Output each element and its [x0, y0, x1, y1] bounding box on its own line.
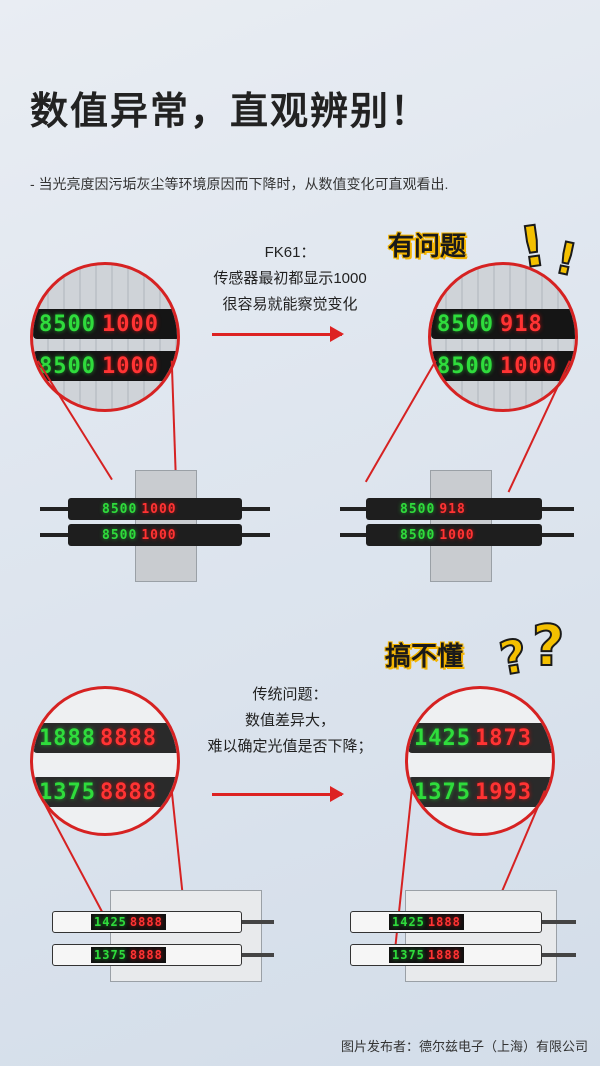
green-value: 1375: [39, 779, 96, 805]
section2-caption: 传统问题： 数值差异大， 难以确定光值是否下降；: [170, 682, 410, 760]
sensor-unit: 8500 918: [366, 498, 542, 520]
din-rail: [405, 890, 557, 982]
display-row: 1375 8888: [33, 777, 177, 807]
green-value: 1375: [94, 948, 127, 962]
magnifier-right: 8500 918 8500 1000: [428, 262, 578, 412]
cable: [340, 533, 370, 537]
sensor-unit: 1425 8888: [52, 911, 242, 933]
cable: [40, 533, 70, 537]
red-value: 1000: [141, 501, 177, 517]
sensor-unit: 8500 1000: [68, 524, 242, 546]
sensor-unit: 8500 1000: [366, 524, 542, 546]
cable: [240, 920, 274, 924]
display-row: 8500 1000: [33, 351, 177, 381]
green-value: 8500: [437, 353, 494, 379]
red-value: 1000: [101, 353, 159, 379]
magnifier-right: 1425 1873 1375 1993: [405, 686, 555, 836]
section1-caption: FK61： 传感器最初都显示1000 很容易就能察觉变化: [185, 240, 395, 318]
display-row: 8500 918: [431, 309, 575, 339]
red-value: 1000: [101, 311, 159, 337]
display-row: 1375 1888: [389, 947, 464, 963]
red-value: 8888: [129, 915, 163, 929]
cable: [40, 507, 70, 511]
exclamation-icon: !: [550, 231, 582, 287]
green-value: 8500: [39, 311, 96, 337]
red-value: 1000: [141, 527, 177, 543]
caption-line: 很容易就能察觉变化: [222, 296, 358, 313]
display-row: 1375 8888: [91, 947, 166, 963]
red-value: 918: [439, 501, 466, 517]
caption-line: FK61：: [264, 244, 316, 261]
display-row: 1888 8888: [33, 723, 177, 753]
cable: [540, 953, 576, 957]
cable: [540, 920, 576, 924]
publisher-footer: 图片发布者：德尔兹电子（上海）有限公司: [340, 1039, 588, 1054]
caption-line: 难以确定光值是否下降；: [207, 738, 373, 755]
green-value: 1425: [94, 915, 127, 929]
sensor-unit: 1425 1888: [350, 911, 542, 933]
magnifier-left: 8500 1000 8500 1000: [30, 262, 180, 412]
cable: [340, 507, 370, 511]
confused-tag: 搞不懂: [385, 641, 464, 671]
green-value: 8500: [437, 311, 494, 337]
cable: [240, 533, 270, 537]
din-rail: [110, 890, 262, 982]
display-row: 1425 1888: [389, 914, 464, 930]
cable: [240, 953, 274, 957]
green-value: 1375: [414, 779, 471, 805]
display-row: 1425 1873: [408, 723, 552, 753]
question-icon: ?: [495, 627, 533, 687]
red-value: 1000: [499, 353, 557, 379]
red-value: 1888: [427, 915, 461, 929]
page-title: 数值异常，直观辨别！: [30, 91, 431, 133]
red-value: 918: [499, 311, 543, 337]
zoom-line: [365, 360, 437, 483]
cable: [240, 507, 270, 511]
red-value: 8888: [99, 725, 157, 751]
red-value: 1000: [439, 527, 475, 543]
red-value: 8888: [129, 948, 163, 962]
cable: [540, 507, 574, 511]
display-row: 8500 1000: [33, 309, 177, 339]
sensor-unit: 1375 1888: [350, 944, 542, 966]
display-row: 1425 8888: [91, 914, 166, 930]
green-value: 1375: [392, 948, 425, 962]
problem-tag: 有问题: [388, 231, 467, 261]
cable: [540, 533, 574, 537]
caption-line: 数值差异大，: [244, 712, 335, 729]
green-value: 8500: [400, 527, 436, 543]
magnifier-left: 1888 8888 1375 8888: [30, 686, 180, 836]
red-value: 1993: [474, 779, 532, 805]
sensor-unit: 8500 1000: [68, 498, 242, 520]
green-value: 8500: [39, 353, 96, 379]
arrow-right: [212, 326, 344, 342]
red-value: 1873: [474, 725, 532, 751]
green-value: 1425: [392, 915, 425, 929]
caption-line: 传统问题：: [252, 686, 328, 703]
display-row: 8500 1000: [431, 351, 575, 381]
display-row: 1375 1993: [408, 777, 552, 807]
green-value: 8500: [102, 501, 138, 517]
caption-line: 传感器最初都显示1000: [213, 270, 367, 287]
question-icon: ?: [531, 613, 566, 680]
green-value: 8500: [102, 527, 138, 543]
subtitle: - 当光亮度因污垢灰尘等环境原因而下降时，从数值变化可直观看出.: [30, 176, 449, 192]
green-value: 1425: [414, 725, 471, 751]
red-value: 1888: [427, 948, 461, 962]
sensor-unit: 1375 8888: [52, 944, 242, 966]
green-value: 1888: [39, 725, 96, 751]
green-value: 8500: [400, 501, 436, 517]
arrow-right: [212, 786, 344, 802]
red-value: 8888: [99, 779, 157, 805]
